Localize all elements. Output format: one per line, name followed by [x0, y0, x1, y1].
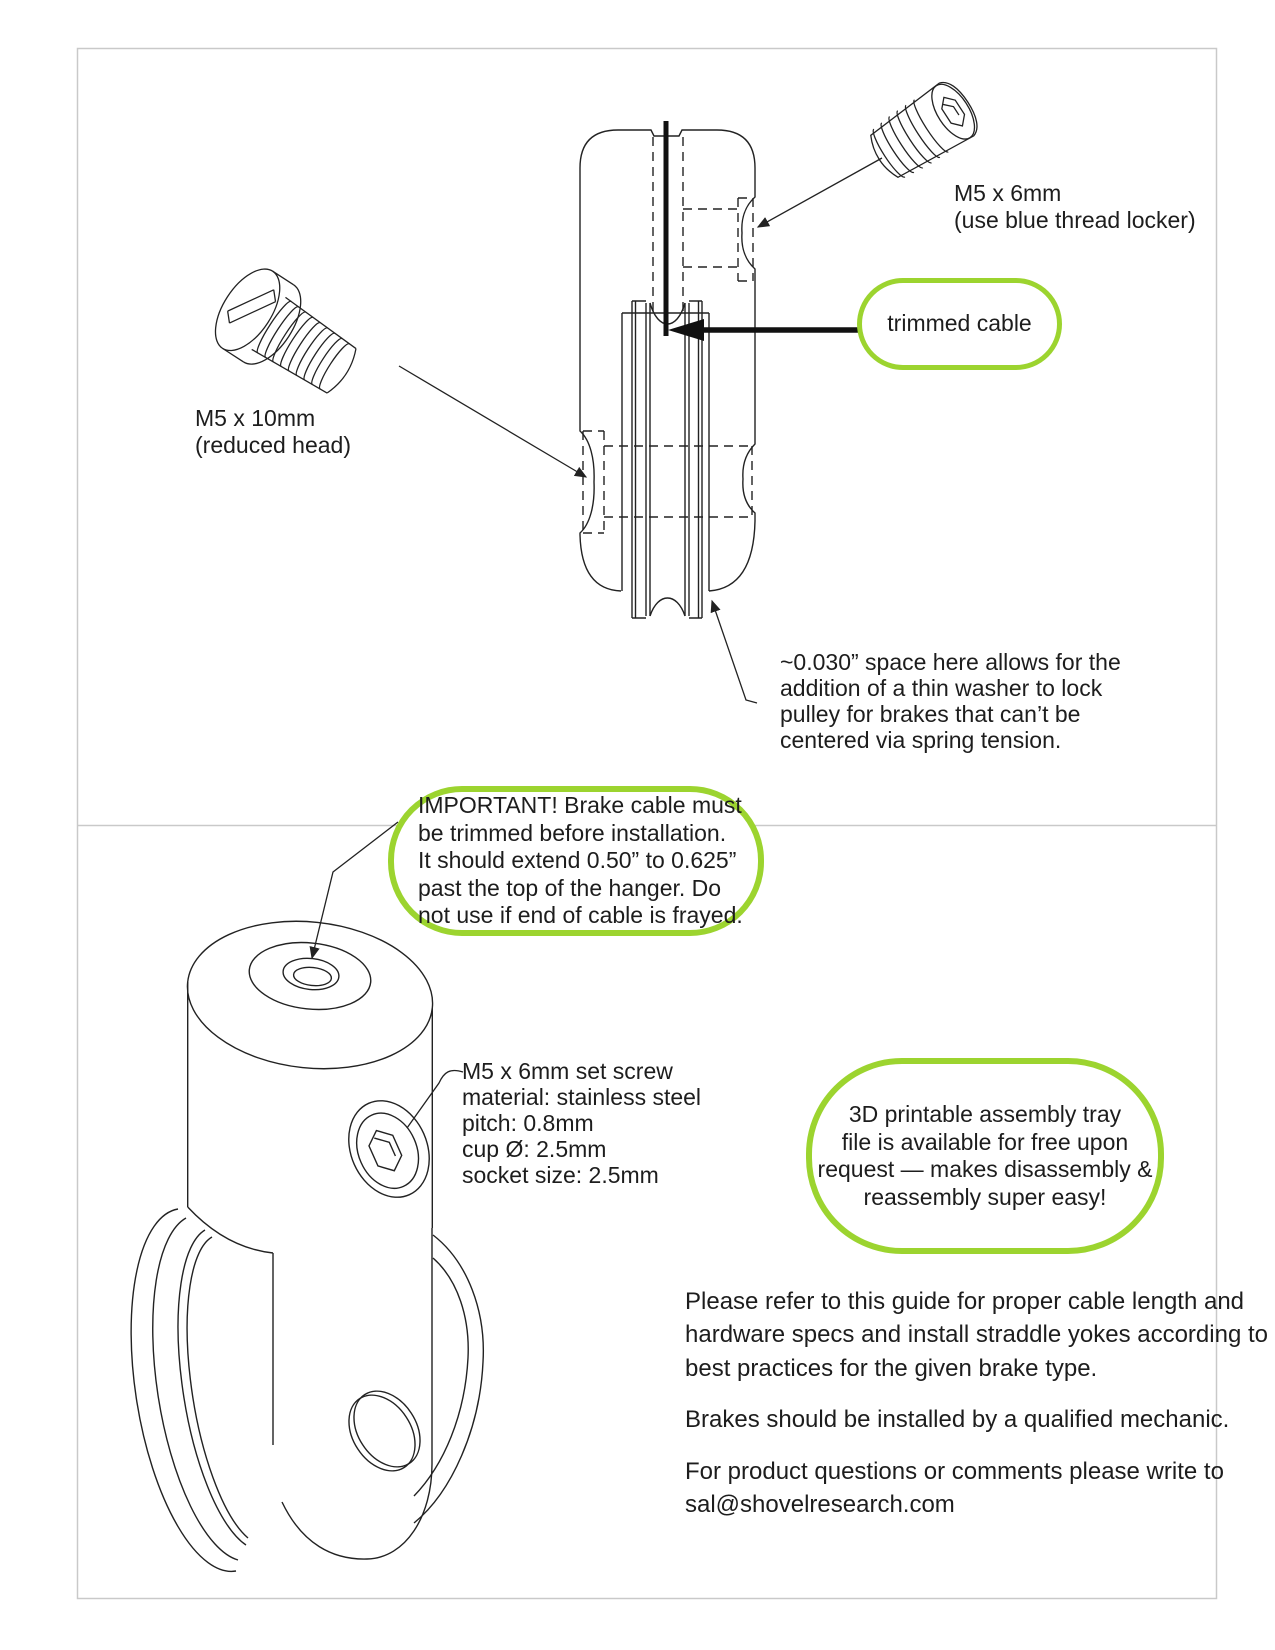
pulley-rim-1	[130, 1208, 237, 1573]
fork-back-arm-outer	[413, 1234, 485, 1524]
important-callout: IMPORTANT! Brake cable must be trimmed b…	[388, 786, 764, 936]
fork-front-arm	[281, 1228, 433, 1560]
pulley-groove-edges	[632, 300, 702, 619]
bolt-drawing	[214, 268, 357, 394]
side-hex-socket-depth	[374, 1137, 397, 1157]
washer-note-leader	[710, 599, 758, 704]
side-set-screw-head	[356, 1112, 420, 1189]
trimmed-cable-arrowhead	[668, 319, 704, 341]
set-screw-specs: M5 x 6mm set screw material: stainless s…	[462, 1058, 702, 1188]
bolt-head-face	[214, 268, 281, 352]
paragraph-mechanic: Brakes should be installed by a qualifie…	[685, 1406, 1230, 1434]
pulley-rim-3	[177, 1229, 247, 1546]
set-screw-face	[931, 83, 976, 140]
washer-note: ~0.030” space here allows for the additi…	[780, 649, 1121, 753]
front-view-drawing	[579, 129, 756, 619]
paragraph-guide: Please refer to this guide for proper ca…	[685, 1288, 1268, 1382]
fork-back-arm-inner	[413, 1257, 469, 1497]
cylinder-sides	[187, 982, 433, 1228]
hex-socket-depth	[942, 103, 960, 116]
cylinder-top-ellipse	[186, 920, 434, 1070]
specs-leader	[406, 1069, 464, 1129]
bolt-threads	[256, 300, 350, 390]
pulley-rim-4	[186, 1236, 249, 1539]
side-set-screw	[348, 1100, 430, 1198]
bolt-slot	[227, 289, 277, 324]
cylinder-chamfer-ellipse	[248, 941, 372, 1011]
leader-lines	[309, 157, 883, 1129]
bolt-hole-iso-inner	[348, 1394, 416, 1472]
hex-socket	[941, 96, 966, 127]
bolt-shank	[251, 296, 357, 394]
page-border	[76, 47, 1218, 1600]
tray-callout: 3D printable assembly tray file is avail…	[806, 1058, 1164, 1254]
side-hex-socket	[368, 1129, 403, 1172]
important-callout-leader	[309, 821, 399, 960]
set-screw-leader	[756, 157, 883, 228]
set-screw-drawing	[870, 81, 978, 179]
set-screw-silhouette	[870, 81, 978, 179]
bolt-head-sides	[222, 270, 294, 363]
set-screw-label: M5 x 6mm (use blue thread locker)	[954, 180, 1196, 233]
pulley-walls	[631, 301, 703, 618]
bolt-hole-iso	[353, 1390, 421, 1468]
bolt-hole-hidden	[582, 430, 753, 534]
set-screw-threads	[872, 99, 949, 178]
hidden-lines	[582, 137, 754, 534]
paragraph-contact: For product questions or comments please…	[685, 1457, 1224, 1519]
trimmed-cable-callout-text: trimmed cable	[887, 310, 1032, 337]
cable-entry-hole-inner	[292, 966, 333, 987]
isometric-assembly-drawing	[130, 920, 485, 1573]
hanger-body-outline	[579, 129, 756, 592]
cable-entry-hole	[282, 957, 340, 991]
pulley-rim-2	[152, 1217, 239, 1561]
trimmed-cable-callout: trimmed cable	[857, 278, 1062, 370]
side-set-screw-counterbore	[348, 1100, 430, 1198]
fork-slot-edge	[187, 1206, 274, 1445]
cable-and-arrow	[663, 121, 858, 341]
bolt-leader	[398, 365, 588, 478]
footer-paragraphs: Please refer to this guide for proper ca…	[685, 1285, 1275, 1539]
bolt-label: M5 x 10mm (reduced head)	[195, 405, 351, 458]
